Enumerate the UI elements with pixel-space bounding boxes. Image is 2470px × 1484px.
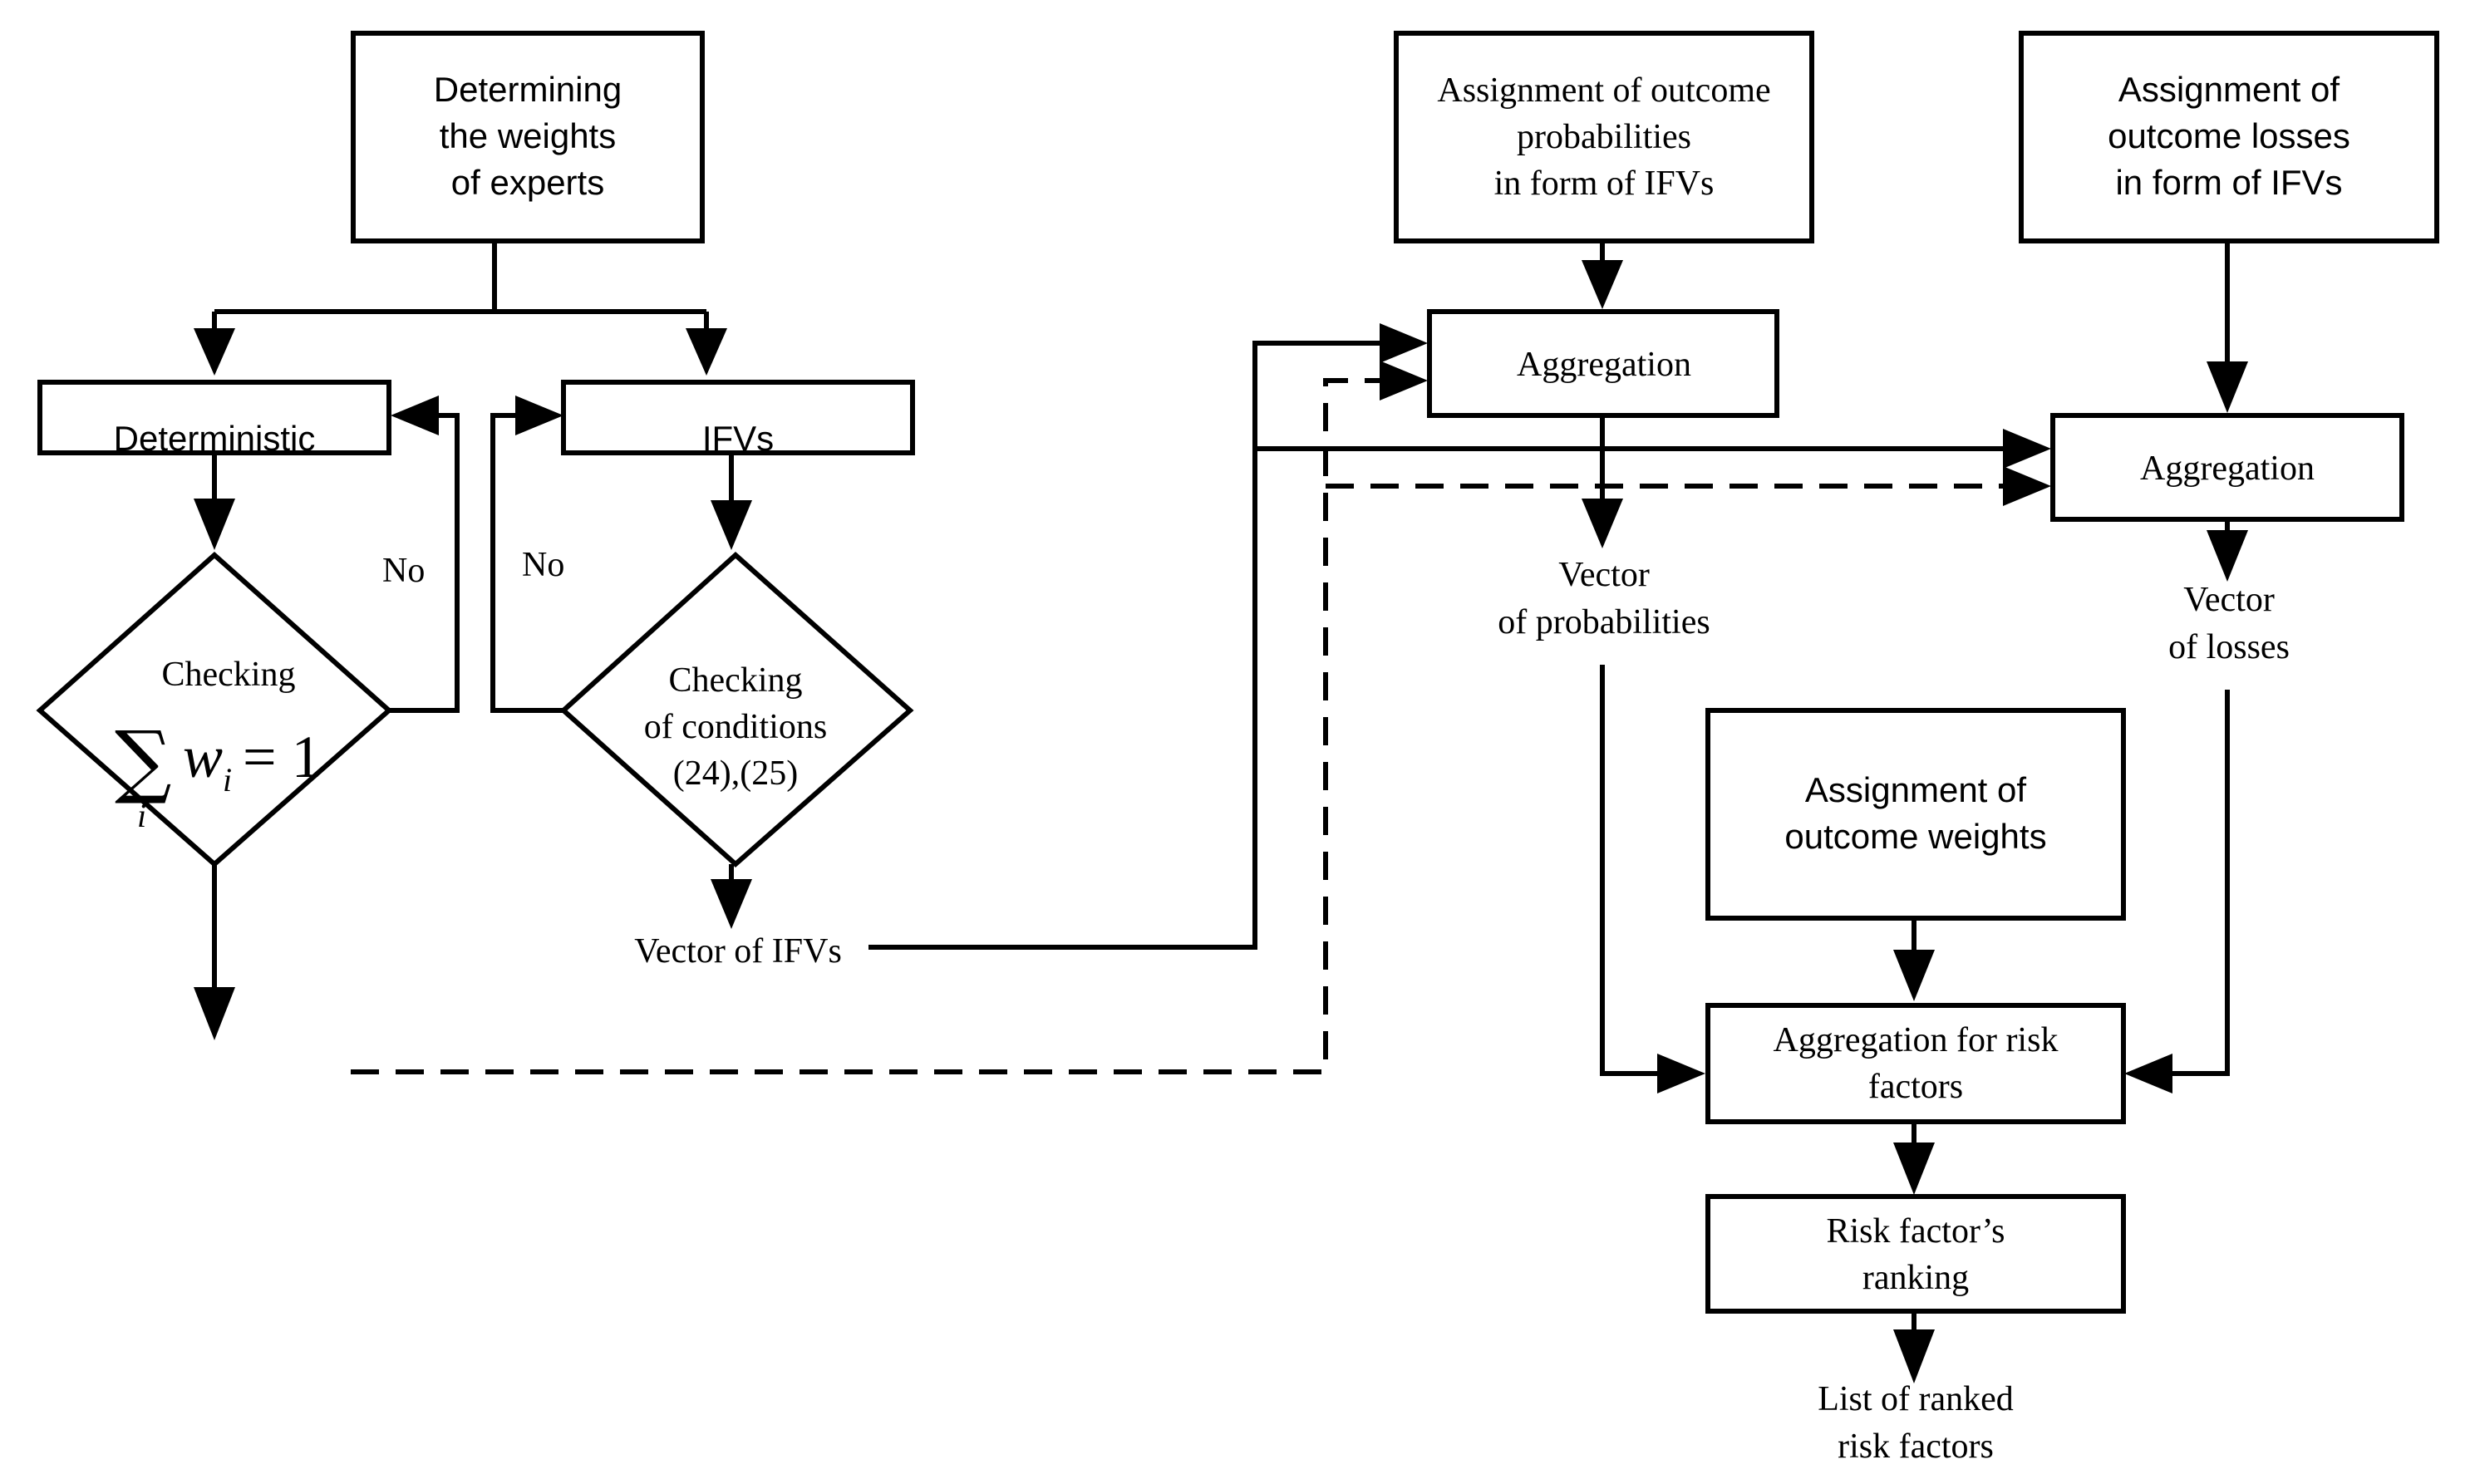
arrow-to-vector-losses xyxy=(2207,530,2248,582)
node-checking-sum: Checking ∑ i w i = 1 xyxy=(36,551,393,867)
checking-conditions-line-3: (24),(25) xyxy=(673,754,798,793)
sum-variable: w xyxy=(183,724,223,790)
node-checking-conditions: Checking of conditions (24),(25) xyxy=(559,551,914,868)
vector-prob-line-2: of probabilities xyxy=(1498,603,1710,641)
node-aggregation-loss: Aggregation xyxy=(2050,413,2404,522)
node-list-ranked: List of ranked risk factors xyxy=(1818,1380,2014,1466)
assign-weights-line-1: Assignment of xyxy=(1805,770,2026,809)
arrow-to-checking-conditions xyxy=(711,500,752,550)
risk-ranking-line-1: Risk factor’s xyxy=(1826,1212,2005,1251)
connector-weights-split xyxy=(212,241,709,337)
sum-variable-subscript: i xyxy=(223,761,232,799)
list-ranked-line-1: List of ranked xyxy=(1818,1380,2014,1418)
arrow-to-ifvs xyxy=(686,328,727,376)
arrow-to-vector-prob xyxy=(1582,499,1623,548)
connector-vector-prob-to-risk xyxy=(1600,665,1661,1076)
arrow-risk-to-ranking xyxy=(1893,1142,1935,1195)
vector-losses-line-1: Vector xyxy=(2183,581,2275,619)
checking-conditions-line-2: of conditions xyxy=(644,708,827,746)
connector-vector-losses-to-risk xyxy=(2169,690,2230,1076)
assign-prob-line-3: in form of IFVs xyxy=(1494,165,1715,203)
edge-label-no-left: No xyxy=(382,552,425,590)
determining-weights-line-1: Determining xyxy=(434,70,622,109)
ifvs-label: IFVs xyxy=(702,419,774,458)
node-vector-losses: Vector of losses xyxy=(2168,581,2290,666)
node-aggregation-prob: Aggregation xyxy=(1427,309,1779,418)
assign-prob-line-2: probabilities xyxy=(1517,118,1691,156)
arrow-to-vector-ifvs xyxy=(711,879,752,929)
checking-conditions-line-1: Checking xyxy=(669,661,803,700)
vector-prob-line-1: Vector xyxy=(1558,556,1650,594)
connector-deterministic-weights-dashed xyxy=(351,378,2003,1074)
connector-no-loop-left xyxy=(389,413,460,713)
connector-vector-ifvs-to-aggregations xyxy=(868,341,2003,950)
arrow-no-loop-left xyxy=(391,396,439,435)
arrow-vector-prob-to-risk xyxy=(1657,1054,1705,1093)
node-ifvs: IFVs xyxy=(561,380,915,458)
aggregation-loss-label: Aggregation xyxy=(2140,450,2315,488)
arrow-to-deterministic xyxy=(194,328,235,376)
list-ranked-line-2: risk factors xyxy=(1838,1427,1994,1466)
connector-no-loop-right xyxy=(490,413,563,713)
determining-weights-line-2: the weights xyxy=(440,116,616,155)
checking-sum-label: Checking xyxy=(162,656,296,694)
node-assign-losses: Assignment of outcome losses in form of … xyxy=(2019,31,2439,243)
connectors xyxy=(194,241,2248,1383)
risk-ranking-line-2: ranking xyxy=(1862,1259,1969,1297)
node-assign-weights: Assignment of outcome weights xyxy=(1705,708,2126,921)
arrow-ifvs-to-aggregation-loss xyxy=(2003,429,2051,469)
aggregation-risk-line-1: Aggregation for risk xyxy=(1774,1021,2059,1059)
assign-weights-line-2: outcome weights xyxy=(1784,817,2046,856)
arrow-to-aggregation-loss xyxy=(2207,361,2248,413)
node-aggregation-risk: Aggregation for risk factors xyxy=(1705,1003,2126,1124)
determining-weights-line-3: of experts xyxy=(451,163,604,202)
assign-loss-line-2: outcome losses xyxy=(2108,116,2350,155)
arrow-to-checking-sum xyxy=(194,499,235,550)
node-risk-ranking: Risk factor’s ranking xyxy=(1705,1194,2126,1314)
edge-label-no-right: No xyxy=(522,546,564,584)
vector-losses-line-2: of losses xyxy=(2168,628,2290,666)
arrow-weights-to-risk xyxy=(1893,950,1935,1001)
arrow-ranking-to-list xyxy=(1893,1329,1935,1383)
deterministic-label: Deterministic xyxy=(114,419,316,458)
arrow-vector-losses-to-risk xyxy=(2124,1054,2172,1093)
arrow-no-loop-right xyxy=(515,396,563,435)
vector-of-ifvs-label: Vector of IFVs xyxy=(634,932,842,970)
sum-symbol: ∑ xyxy=(115,714,172,807)
sum-equals: = 1 xyxy=(243,724,322,790)
node-determining-weights: Determining the weights of experts xyxy=(351,31,705,243)
arrow-ifvs-to-aggregation-prob xyxy=(1380,323,1428,363)
node-vector-probabilities: Vector of probabilities xyxy=(1498,556,1710,641)
assign-prob-line-1: Assignment of outcome xyxy=(1437,71,1770,110)
node-deterministic: Deterministic xyxy=(37,380,391,458)
sum-index: i xyxy=(137,797,146,834)
arrow-to-aggregation-prob xyxy=(1582,260,1623,309)
assign-loss-line-1: Assignment of xyxy=(2118,70,2340,109)
arrow-dashed-to-aggregation-loss xyxy=(2003,466,2051,506)
aggregation-prob-label: Aggregation xyxy=(1517,346,1691,384)
aggregation-risk-line-2: factors xyxy=(1868,1068,1963,1106)
node-assign-probabilities: Assignment of outcome probabilities in f… xyxy=(1394,31,1814,243)
arrow-dashed-to-aggregation-prob xyxy=(1380,361,1428,400)
assign-loss-line-3: in form of IFVs xyxy=(2115,163,2342,202)
arrow-checking-sum-out xyxy=(194,987,235,1040)
